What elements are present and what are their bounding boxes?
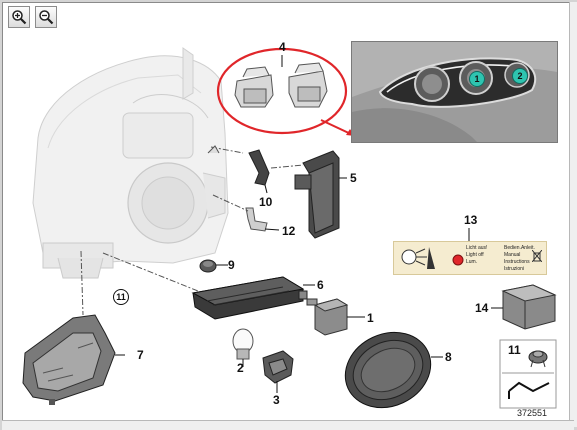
part-label-4[interactable]: 4 xyxy=(279,40,286,54)
part-14-box xyxy=(491,284,557,330)
clip-icon-11 xyxy=(528,350,548,368)
part-10-bracket xyxy=(248,149,270,194)
warning-text-1: Licht aus! xyxy=(466,245,488,251)
part-4-led-modules xyxy=(234,55,328,108)
zoom-out-icon xyxy=(39,10,54,25)
part-label-1[interactable]: 1 xyxy=(367,311,374,325)
part-label-3[interactable]: 3 xyxy=(273,393,280,407)
part-label-2[interactable]: 2 xyxy=(237,361,244,375)
vertical-scrollbar[interactable] xyxy=(569,2,577,427)
inset-drawing xyxy=(352,42,557,142)
symbol-icon xyxy=(508,381,550,393)
zoom-in-button[interactable] xyxy=(8,6,30,28)
part-8-cover xyxy=(344,331,443,409)
part-5-control-unit xyxy=(294,150,347,239)
inset-marker-2: 2 xyxy=(512,68,528,84)
stop-icon xyxy=(452,254,464,266)
part-12-clip xyxy=(245,207,280,232)
part-label-7[interactable]: 7 xyxy=(137,348,144,362)
diagram-number: 372551 xyxy=(517,408,548,418)
warning-text-4: Bedien.Anleit. xyxy=(504,245,535,251)
part-2-bulb xyxy=(232,328,254,367)
part-label-14[interactable]: 14 xyxy=(475,301,489,315)
part-1-sensor xyxy=(306,298,365,336)
part-6-ballast xyxy=(191,276,315,320)
part-3-socket xyxy=(262,350,294,393)
zoom-out-button[interactable] xyxy=(35,6,57,28)
horizontal-scrollbar[interactable] xyxy=(2,420,574,430)
warning-text-5: Manual xyxy=(504,252,521,258)
diagram-viewer: 1 2 Licht aus! Light off Lum. Bedien.Anl… xyxy=(2,2,574,427)
headlight-inset-photo: 1 2 xyxy=(351,41,558,143)
warning-text-3: Lum. xyxy=(466,259,478,265)
highlight-ellipse xyxy=(216,47,348,135)
part-7-bracket xyxy=(22,314,125,405)
parts-drawing xyxy=(22,47,557,409)
marker-11[interactable]: 11 xyxy=(113,289,129,305)
light-warning-icon xyxy=(401,247,435,269)
part-label-6[interactable]: 6 xyxy=(317,278,324,292)
headlight-housing xyxy=(32,47,229,279)
warning-text-6: Instructions xyxy=(504,259,530,265)
part-label-13[interactable]: 13 xyxy=(464,213,478,227)
disposal-bin-icon xyxy=(532,250,542,262)
legend-label-11[interactable]: 11 xyxy=(508,343,521,357)
part-label-10[interactable]: 10 xyxy=(259,195,273,209)
warning-text-2: Light off xyxy=(466,252,484,258)
inset-marker-1: 1 xyxy=(469,71,485,87)
part-label-12[interactable]: 12 xyxy=(282,224,296,238)
part-label-5[interactable]: 5 xyxy=(350,171,357,185)
part-13-warning-label: Licht aus! Light off Lum. Bedien.Anleit.… xyxy=(393,241,547,275)
warning-text-7: Istruzioni xyxy=(504,266,525,272)
part-9-grommet xyxy=(199,259,228,273)
zoom-in-icon xyxy=(12,10,27,25)
part-label-8[interactable]: 8 xyxy=(445,350,452,364)
part-label-9[interactable]: 9 xyxy=(228,258,235,272)
